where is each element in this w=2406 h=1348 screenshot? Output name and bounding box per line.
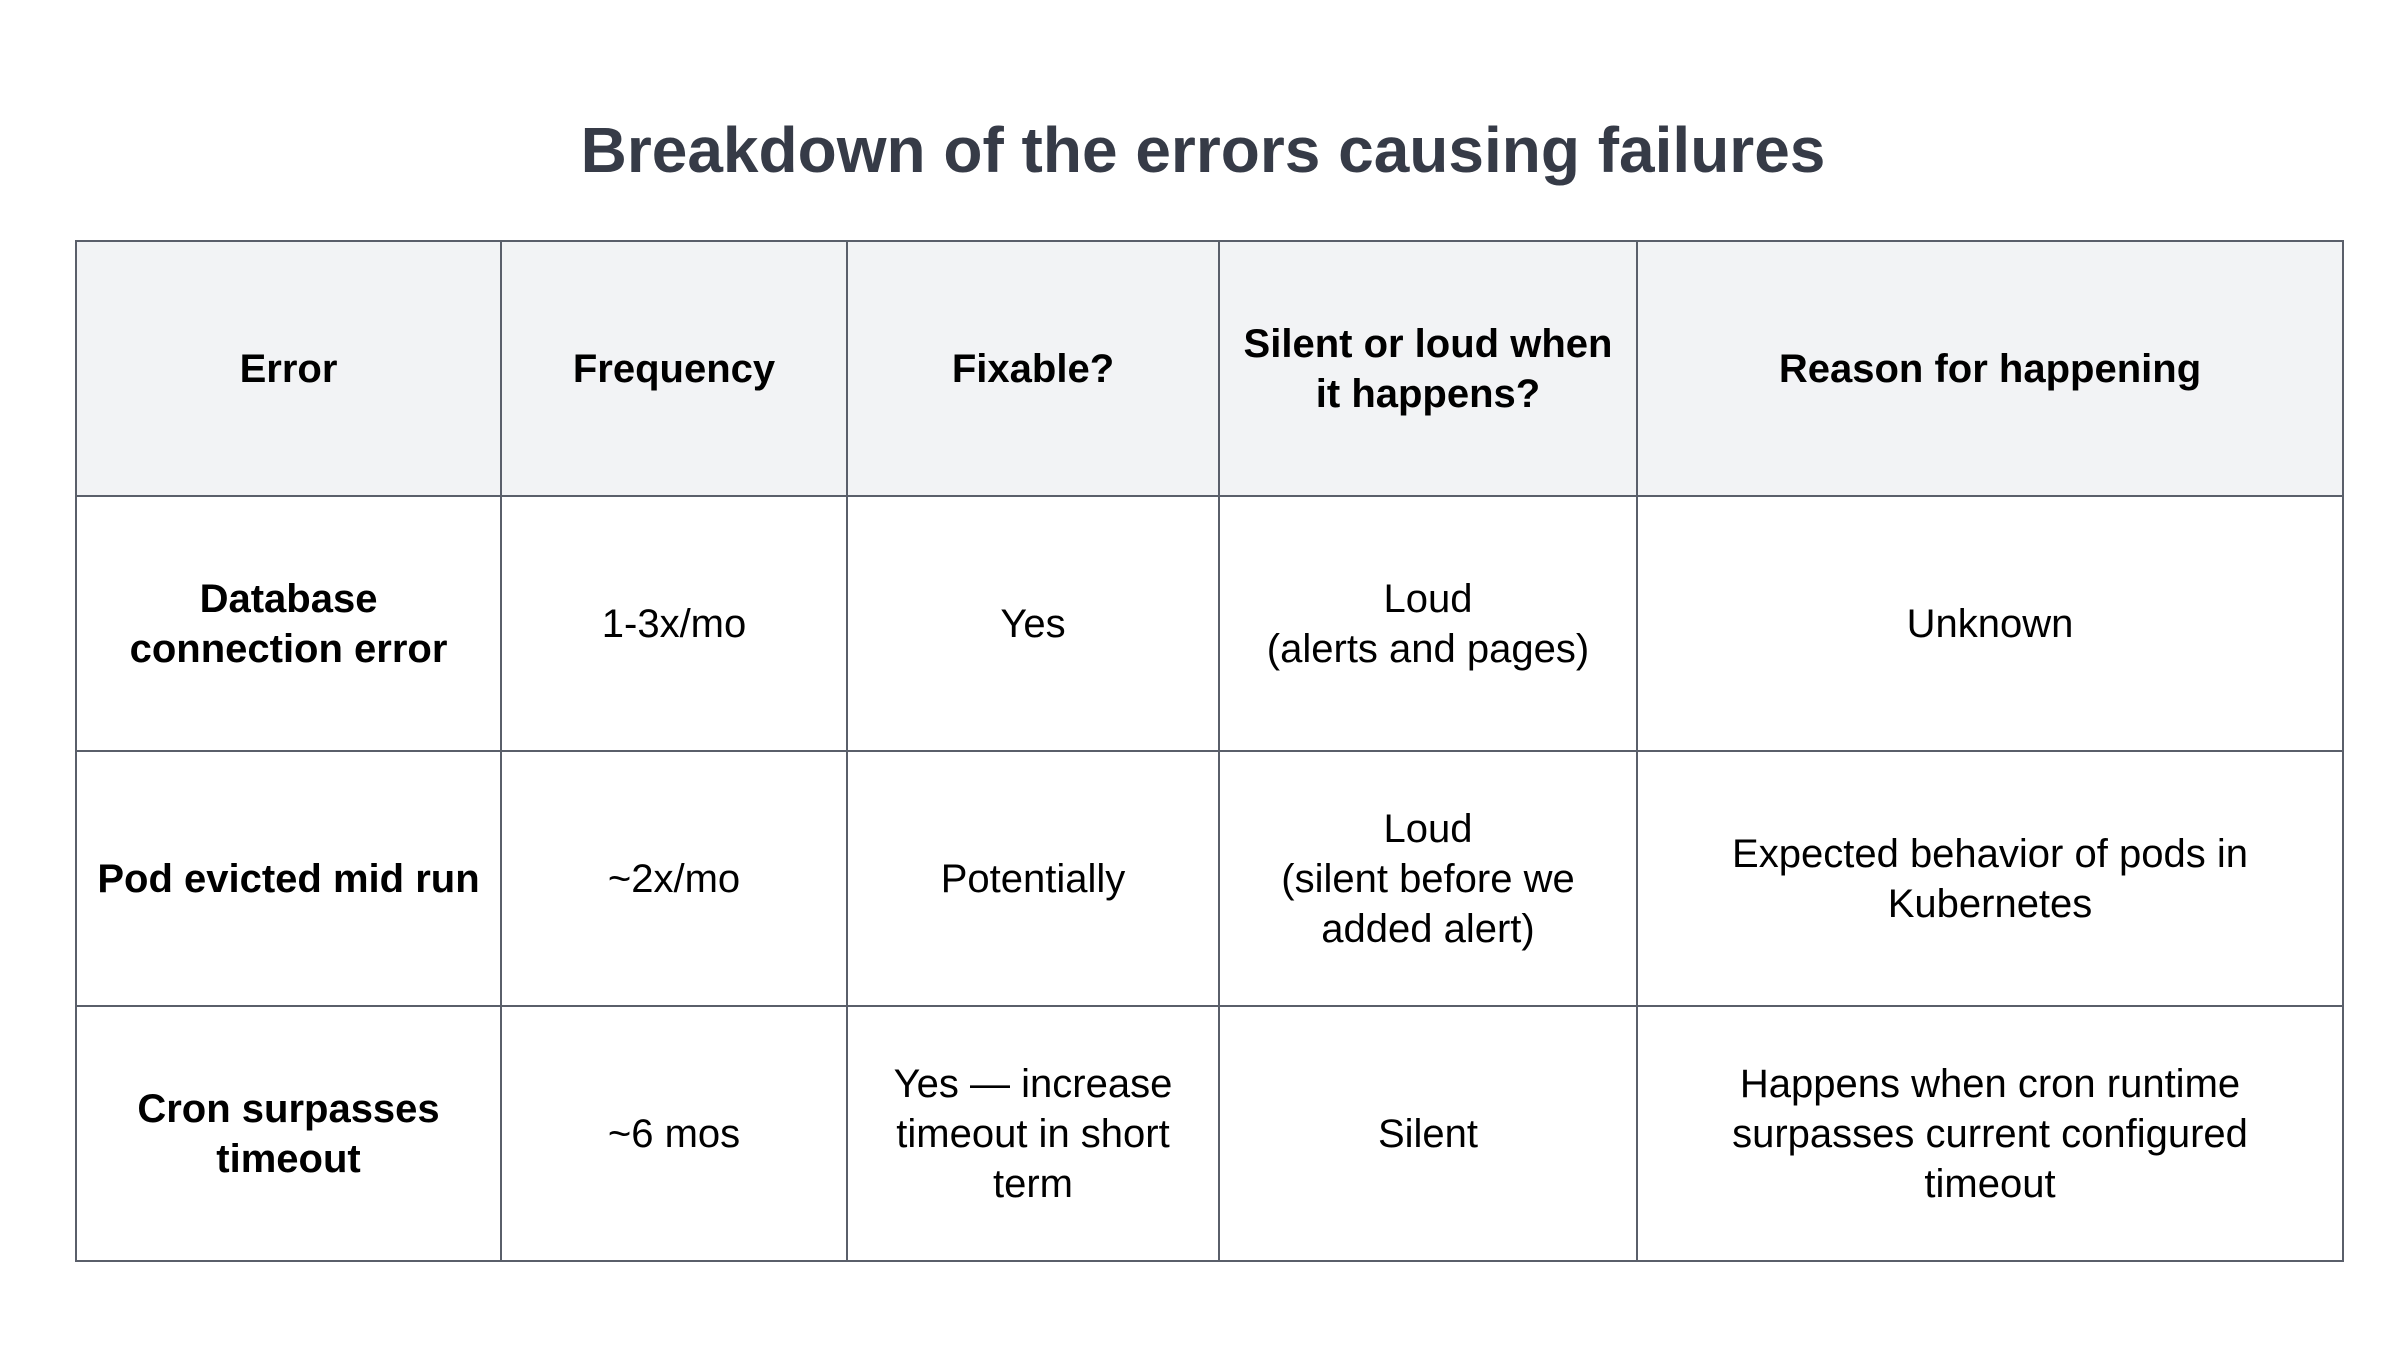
cell-reason: Expected behavior of pods in Kubernetes [1636,750,2344,1007]
cell-silent-or-loud: Silent [1218,1005,1638,1262]
column-header-reason: Reason for happening [1636,240,2344,497]
cell-frequency: ~2x/mo [500,750,848,1007]
table-header-row: Error Frequency Fixable? Silent or loud … [75,240,2344,497]
column-header-frequency: Frequency [500,240,848,497]
column-header-error: Error [75,240,502,497]
cell-silent-or-loud: Loud (silent before we added alert) [1218,750,1638,1007]
errors-table: Error Frequency Fixable? Silent or loud … [75,240,2344,1262]
cell-reason: Happens when cron runtime surpasses curr… [1636,1005,2344,1262]
cell-fixable: Yes — increase timeout in short term [846,1005,1220,1262]
cell-error: Database connection error [75,495,502,752]
column-header-fixable: Fixable? [846,240,1220,497]
table-row: Database connection error 1-3x/mo Yes Lo… [75,495,2344,752]
cell-frequency: ~6 mos [500,1005,848,1262]
page-title: Breakdown of the errors causing failures [580,114,1826,186]
cell-error: Cron surpasses timeout [75,1005,502,1262]
cell-error: Pod evicted mid run [75,750,502,1007]
cell-fixable: Yes [846,495,1220,752]
cell-silent-or-loud: Loud (alerts and pages) [1218,495,1638,752]
cell-reason: Unknown [1636,495,2344,752]
cell-frequency: 1-3x/mo [500,495,848,752]
table-row: Pod evicted mid run ~2x/mo Potentially L… [75,750,2344,1007]
column-header-silent-or-loud: Silent or loud when it happens? [1218,240,1638,497]
table-row: Cron surpasses timeout ~6 mos Yes — incr… [75,1005,2344,1262]
cell-fixable: Potentially [846,750,1220,1007]
